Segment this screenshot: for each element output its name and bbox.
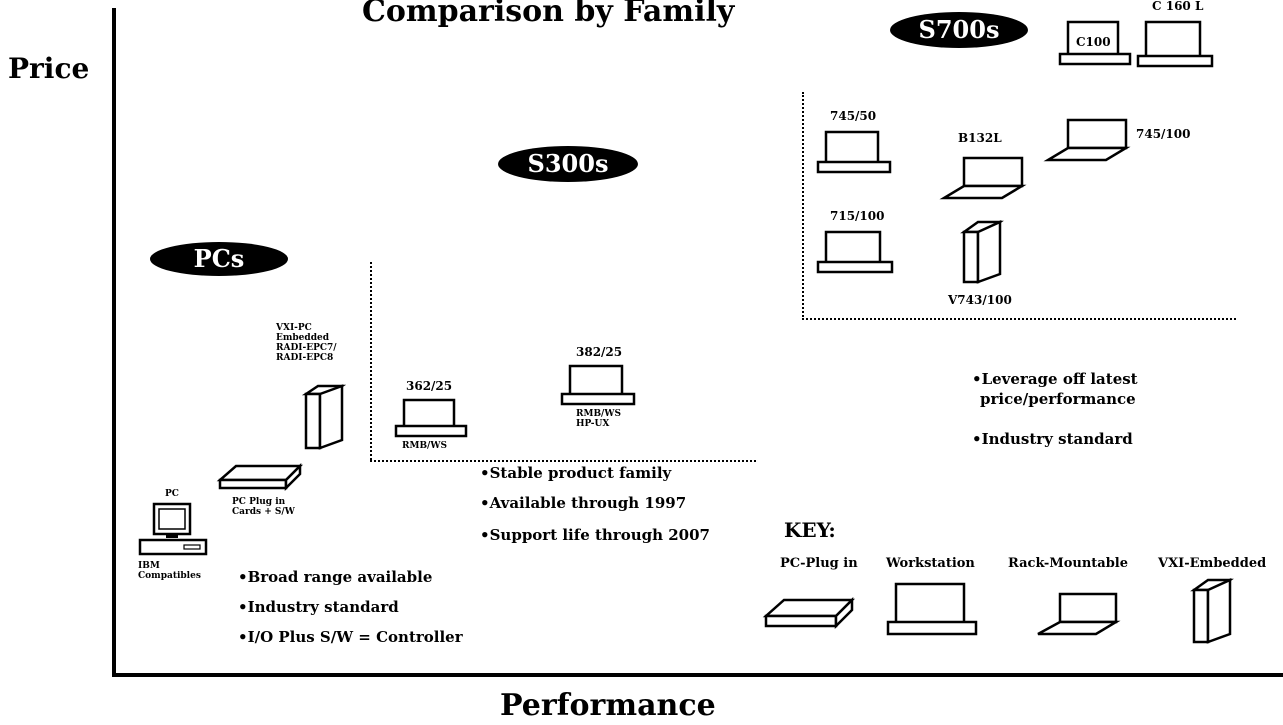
model-382-sub-label-2: HP-UX — [576, 419, 610, 429]
model-c100-label: C100 — [1076, 35, 1111, 49]
vxi-embedded-v743-icon — [960, 220, 1004, 284]
workstation-715-100-icon — [816, 230, 894, 274]
workstation-c160l-icon — [1136, 20, 1214, 68]
vxi-pc-label-4: RADI-EPC8 — [276, 353, 334, 363]
s300s-region-floor — [370, 460, 756, 462]
model-382-label: 382/25 — [576, 345, 623, 359]
x-axis-label: Performance — [500, 688, 716, 723]
key-rack-mountable-icon — [1037, 592, 1121, 636]
vxi-pc-label-2: Embedded — [276, 333, 330, 343]
s300s-region-border — [370, 262, 372, 460]
y-axis-label: Price — [8, 52, 90, 85]
key-label-workstation: Workstation — [886, 556, 975, 571]
s300s-bullet-3: •Support life through 2007 — [480, 526, 710, 544]
pc-bottom-label-1: IBM — [138, 561, 160, 571]
s700s-bullet-1-cont: price/performance — [980, 390, 1136, 408]
s700s-region-floor — [802, 318, 1236, 320]
pcs-bullet-1: •Broad range available — [238, 568, 433, 586]
family-badge-s300s: S300s — [498, 146, 638, 182]
model-v743-100-label: V743/100 — [948, 293, 1012, 307]
model-382-sub-label-1: RMB/WS — [576, 409, 621, 419]
workstation-382-icon — [560, 364, 636, 406]
rack-mountable-b132l-icon — [939, 156, 1027, 200]
s300s-bullet-1: •Stable product family — [480, 464, 672, 482]
family-badge-pcs: PCs — [150, 242, 288, 276]
model-c160l-label: C 160 L — [1152, 0, 1204, 13]
rack-mountable-745-100-icon — [1043, 118, 1131, 162]
workstation-745-50-icon — [816, 130, 892, 174]
key-label-rack-mountable: Rack-Mountable — [1008, 556, 1129, 571]
y-axis-line — [112, 8, 116, 676]
key-workstation-icon — [886, 582, 978, 636]
family-badge-s700s: S700s — [890, 12, 1028, 48]
pcs-bullet-3: •I/O Plus S/W = Controller — [238, 628, 463, 646]
s700s-bullet-2: •Industry standard — [972, 430, 1133, 448]
pc-plug-in-card-icon — [216, 462, 304, 492]
pc-top-label: PC — [165, 489, 179, 499]
s300s-bullet-2: •Available through 1997 — [480, 494, 687, 512]
key-heading: KEY: — [784, 518, 836, 542]
model-362-sub-label: RMB/WS — [402, 441, 447, 451]
model-745-100-label: 745/100 — [1136, 127, 1191, 141]
model-b132l-label: B132L — [958, 131, 1002, 145]
key-label-pc-plug-in: PC-Plug in — [780, 556, 858, 571]
model-745-50-label: 745/50 — [830, 109, 877, 123]
pc-bottom-label-2: Compatibles — [138, 571, 201, 581]
diagram-title: Comparison by Family — [362, 0, 735, 29]
workstation-362-icon — [394, 398, 468, 438]
pc-computer-icon — [138, 502, 208, 556]
model-362-label: 362/25 — [406, 379, 453, 393]
pc-plug-in-label-2: Cards + S/W — [232, 507, 295, 517]
s700s-region-border — [802, 92, 804, 320]
model-715-100-label: 715/100 — [830, 209, 885, 223]
workstation-c100-icon — [1058, 20, 1132, 66]
pcs-bullet-2: •Industry standard — [238, 598, 399, 616]
key-pc-plug-in-icon — [762, 596, 856, 630]
vxi-pc-embedded-icon — [301, 384, 347, 450]
s700s-bullet-1: •Leverage off latest — [972, 370, 1138, 388]
x-axis-line — [112, 673, 1283, 677]
key-vxi-embedded-icon — [1190, 578, 1234, 644]
vxi-pc-label-1: VXI-PC — [276, 323, 312, 333]
vxi-pc-label-3: RADI-EPC7/ — [276, 343, 337, 353]
key-label-vxi-embedded: VXI-Embedded — [1158, 556, 1267, 571]
pc-plug-in-label-1: PC Plug in — [232, 497, 286, 507]
